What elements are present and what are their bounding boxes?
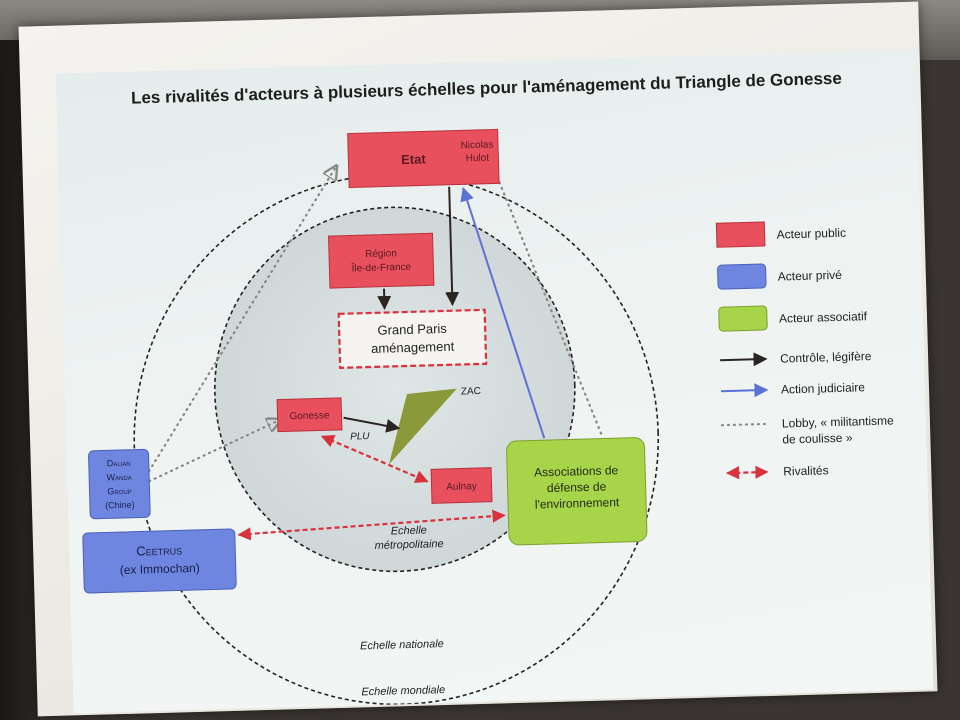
legend-associatif: Acteur associatif — [779, 309, 868, 325]
legend-rivalites: Rivalités — [783, 463, 829, 478]
ceetrus-label-2: (ex Immochan) — [120, 561, 200, 577]
legend-lobby-2: de coulisse » — [782, 431, 853, 447]
legend-swatch-prive — [717, 263, 767, 290]
legend-controle: Contrôle, légifère — [780, 349, 872, 366]
legend-arrow-controle — [720, 352, 768, 367]
gpa-box — [337, 308, 488, 369]
legend-public: Acteur public — [776, 226, 846, 242]
region-label-2: Île-de-France — [350, 260, 411, 275]
gpa-label-2: aménagement — [371, 339, 455, 356]
aulnay-label: Aulnay — [446, 481, 477, 493]
slide-title: Les rivalités d'acteurs à plusieurs éche… — [131, 69, 842, 108]
arrow-region-gpa — [377, 288, 392, 310]
legend-swatch-associatif — [718, 305, 768, 332]
legend-prive: Acteur privé — [778, 268, 843, 284]
legend-arrow-lobby — [720, 422, 770, 427]
dalian-label-4: (Chine) — [105, 500, 135, 511]
slide: Les rivalités d'acteurs à plusieurs éche… — [55, 49, 934, 714]
legend-arrow-rivalites — [725, 465, 769, 480]
legend-lobby-1: Lobby, « militantisme — [782, 413, 894, 430]
hulot-label-1: Nicolas — [460, 139, 493, 151]
scale-nationale-label: Echelle nationale — [360, 638, 444, 652]
dalian-label-1: Dalian — [107, 458, 131, 469]
arrow-etat-gpa — [445, 186, 460, 307]
dalian-box — [88, 448, 151, 520]
legend-swatch-public — [715, 221, 766, 248]
lobby-dalian-gonesse — [148, 420, 283, 483]
region-label-1: Région — [365, 248, 397, 260]
arrow-gonesse-zac — [343, 416, 401, 433]
rivalry-gonesse-aulnay — [320, 434, 429, 483]
diagram-canvas: Les rivalités d'acteurs à plusieurs éche… — [82, 69, 894, 706]
projection-screen: Les rivalités d'acteurs à plusieurs éche… — [18, 1, 938, 717]
zac-label: ZAC — [461, 386, 481, 398]
rivalry-ceetrus-assoc — [237, 509, 506, 541]
assoc-label-3: l'environnement — [535, 495, 620, 511]
assoc-label-1: Associations de — [534, 463, 619, 479]
dalian-label-2: Wanda — [106, 472, 131, 483]
gonesse-box — [276, 397, 343, 433]
scale-mondiale-label: Echelle mondiale — [361, 684, 445, 698]
ceetrus-label-1: Ceetrus — [136, 542, 182, 558]
etat-label: Etat — [401, 151, 427, 167]
legend-judiciaire: Action judiciaire — [781, 380, 866, 396]
gpa-label-1: Grand Paris — [377, 321, 447, 338]
gonesse-label: Gonesse — [289, 410, 330, 422]
assoc-label-2: défense de — [547, 479, 607, 495]
plu-label: PLU — [350, 431, 371, 443]
lobby-dalian-etat — [147, 166, 345, 473]
aulnay-box — [430, 467, 493, 504]
scale-metro-label-1: Echelle — [391, 524, 427, 537]
hulot-label-2: Hulot — [466, 153, 490, 165]
legend-arrow-judiciaire — [720, 383, 769, 398]
ceetrus-box — [82, 528, 237, 594]
etat-box — [347, 128, 500, 189]
scale-metro-label-2: métropolitaine — [374, 538, 443, 552]
dalian-label-3: Group — [107, 486, 132, 497]
assoc-box — [506, 437, 648, 546]
arrow-assoc-etat-judicial — [460, 187, 546, 439]
region-box — [327, 232, 435, 289]
